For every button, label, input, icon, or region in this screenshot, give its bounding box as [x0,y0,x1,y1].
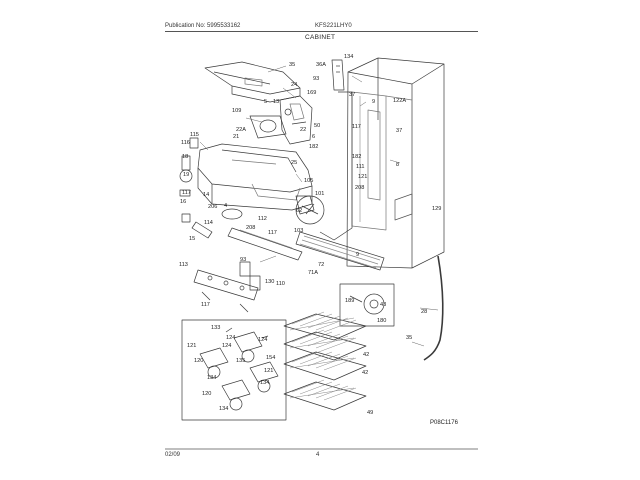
callout: 28 [421,309,427,315]
section-title: CABINET [305,34,336,41]
callout: 21 [233,134,239,140]
callout: 117 [352,124,361,130]
callout: 120 [194,358,203,364]
thermostat-detail [295,195,325,225]
callout: 121 [187,343,196,349]
leveling-parts [193,195,315,313]
callout: 120 [202,391,211,397]
callout: 169 [307,90,316,96]
callout: 43 [380,302,386,308]
callout: 103 [294,228,303,234]
wire-shelves [283,311,367,411]
callout: 72 [318,262,324,268]
callout: 37 [349,92,355,98]
callout: 206 [208,204,217,210]
callout: 4 [224,203,227,209]
left-small-parts [179,137,243,239]
callout: 24 [291,82,297,88]
callout: 22 [300,127,306,133]
top-hinge [331,59,345,91]
callout: 116 [181,140,190,146]
callout: 130 [265,279,274,285]
callout: 182 [352,154,361,160]
callout: 101 [315,191,324,197]
callout: 6 [312,134,315,140]
page-number: 4 [316,452,320,458]
callout: 25 [291,160,297,166]
callout: 114 [204,220,213,226]
callout: 112 [258,216,267,222]
callout: 133 [211,325,220,331]
callout: 19 [183,172,189,178]
callout-labels: 35 134 36A 24 93 169 37 5 13 9 122A 109 … [179,54,441,416]
cabinet-shell [319,57,445,269]
callout: 135 [236,358,245,364]
kickplate-strips [227,227,385,271]
base-compartment [197,143,313,211]
callout: 8 [396,162,399,168]
publication-number: Publication No: 5995533162 [165,23,241,29]
callout: 180 [377,318,386,324]
callout: 14 [203,192,209,198]
callout: 62 [296,208,302,214]
callout: 122A [393,98,406,104]
callout: 124 [258,337,267,343]
callout: 189 [345,298,354,304]
callout: 37 [396,128,402,134]
callout: 93 [313,76,319,82]
callout: 109 [232,108,241,114]
caster-inset [181,319,287,421]
callout: 35 [289,62,295,68]
callout: 134 [207,375,216,381]
callout: 50 [314,123,320,129]
callout: 36A [316,62,326,68]
callout: 182 [309,144,318,150]
top-cover [204,61,301,103]
callout: 9 [372,99,375,105]
callout: 16 [180,199,186,205]
model-number: KFS221LHY0 [315,23,352,29]
inset-detail [339,283,395,327]
callout: 134 [344,54,353,60]
callout: 121 [358,174,367,180]
callout: 9 [356,252,359,258]
callout: 13 [273,99,279,105]
callout: 42 [362,370,368,376]
callout: 22A [236,127,246,133]
header-rule [165,31,478,32]
callout: 117 [182,190,191,196]
callout: 129 [432,206,441,212]
callout: 208 [355,185,364,191]
callout: 134 [219,406,228,412]
callout: 134 [260,380,269,386]
callout: 71A [308,270,318,276]
callout: 124 [222,343,231,349]
callout: 111 [356,164,365,170]
callout: 124 [226,335,235,341]
callout: 113 [179,262,188,268]
control-housing [279,95,313,145]
callout: 18 [182,154,188,160]
leader-lines [199,65,439,347]
callout: 93 [240,257,246,263]
callout: 115 [190,132,199,138]
callout: 15 [189,236,195,242]
fan-bracket [249,115,287,139]
footer-date: 02/09 [165,452,181,458]
callout: 154 [266,355,275,361]
callout: 5 [264,99,267,105]
power-cord [423,255,444,361]
callout: 35 [406,335,412,341]
callout: 110 [276,281,285,287]
figure-code: P08C1176 [430,420,459,426]
callout: 49 [367,410,373,416]
callout: 121 [264,368,273,374]
callout: 105 [304,178,313,184]
callout: 208 [246,225,255,231]
callout: 117 [268,230,277,236]
callout: 117 [201,302,210,308]
callout: 42 [363,352,369,358]
